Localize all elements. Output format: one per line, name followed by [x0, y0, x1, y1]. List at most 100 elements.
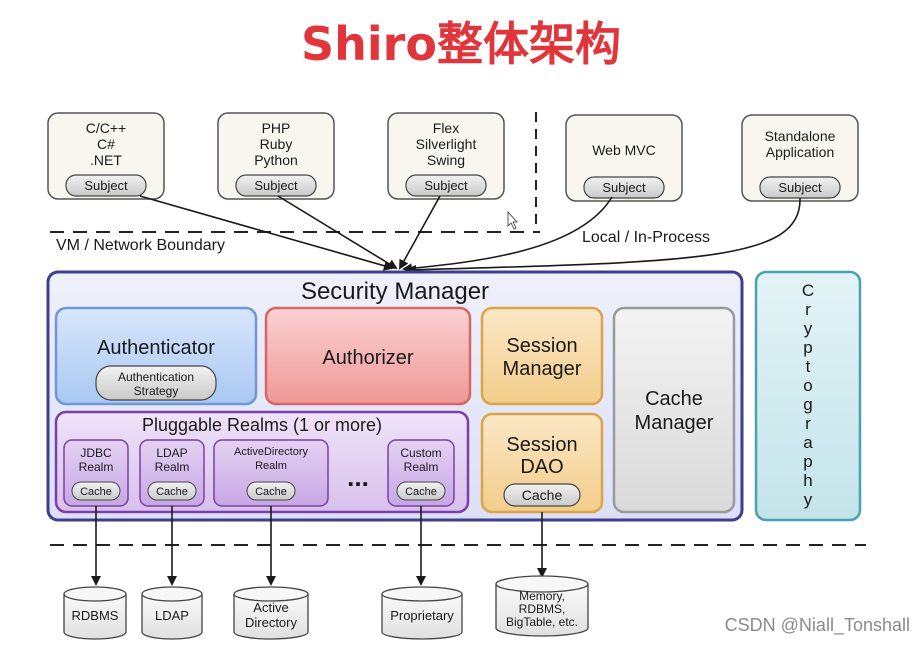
- realm-cache-label: Cache: [156, 486, 188, 498]
- cryptography-letter: r: [805, 300, 811, 319]
- arrow-subject-1: [139, 195, 394, 271]
- arrow-subject-2: [277, 195, 398, 270]
- cryptography-letter: y: [804, 319, 813, 338]
- cryptography-letter: p: [803, 338, 812, 357]
- datastore-line: Directory: [245, 615, 298, 630]
- pluggable-realms: Pluggable Realms (1 or more) JDBC Realm …: [54, 410, 470, 514]
- realm-ldap: LDAP Realm Cache: [139, 439, 205, 507]
- security-manager-title: Security Manager: [301, 278, 489, 305]
- authenticator-label: Authenticator: [97, 337, 215, 359]
- session-dao: Session DAO Cache: [480, 412, 604, 514]
- cryptography: C r y p t o g r a p h y: [754, 270, 862, 522]
- realm-line: Realm: [79, 460, 114, 474]
- realm-custom: Custom Realm Cache: [387, 439, 455, 507]
- realm-line: Realm: [404, 460, 439, 474]
- client-line: C/C++: [86, 120, 126, 136]
- authenticator: Authenticator Authentication Strategy: [54, 306, 258, 406]
- pluggable-realms-title: Pluggable Realms (1 or more): [142, 415, 382, 435]
- subject-label: Subject: [778, 180, 822, 195]
- authentication-strategy-line: Strategy: [134, 384, 179, 398]
- realm-cache-label: Cache: [405, 486, 437, 498]
- client-web-mvc: Web MVC Subject: [565, 114, 683, 202]
- cryptography-letter: C: [802, 281, 814, 300]
- client-line: Ruby: [260, 136, 293, 152]
- client-boxes: C/C++ C# .NET Subject PHP Ruby Python Su…: [47, 112, 859, 202]
- datastore-line: LDAP: [155, 608, 189, 623]
- datastore-line: Memory,: [519, 589, 565, 603]
- datastore-active-directory: Active Directory: [233, 586, 309, 640]
- authentication-strategy-line: Authentication: [118, 370, 194, 384]
- cryptography-letter: t: [806, 357, 811, 376]
- watermark: CSDN @Niall_Tonshall: [724, 615, 910, 635]
- vm-network-boundary-label: VM / Network Boundary: [56, 237, 225, 254]
- realm-line: Realm: [155, 460, 190, 474]
- client-line: PHP: [262, 120, 291, 136]
- security-manager: Security Manager Authenticator Authentic…: [46, 270, 744, 522]
- boundary-lines: [50, 112, 866, 546]
- session-dao-line: DAO: [520, 456, 563, 478]
- session-manager: Session Manager: [480, 306, 604, 406]
- client-line: Flex: [433, 120, 459, 136]
- cryptography-letter: p: [803, 452, 812, 471]
- client-cpp-dotnet: C/C++ C# .NET Subject: [47, 112, 165, 200]
- datastore-proprietary: Proprietary: [381, 586, 463, 640]
- realm-cache-label: Cache: [80, 486, 112, 498]
- cryptography-letter: r: [805, 414, 811, 433]
- cache-manager: Cache Manager: [612, 306, 736, 514]
- client-line: Python: [254, 152, 298, 168]
- realm-line: Realm: [255, 460, 287, 472]
- arrow-subject-4: [402, 196, 613, 274]
- authorizer: Authorizer: [264, 306, 472, 406]
- realm-cache-label: Cache: [255, 486, 287, 498]
- realm-line: JDBC: [80, 446, 112, 460]
- subject-label: Subject: [424, 178, 468, 193]
- cryptography-letter: y: [804, 490, 813, 509]
- client-line: .NET: [90, 152, 122, 168]
- cache-manager-line: Cache: [645, 388, 703, 410]
- datastore-line: RDBMS: [72, 608, 119, 623]
- arrow-subject-5: [406, 197, 801, 275]
- session-manager-line: Manager: [503, 358, 582, 380]
- page-title: Shiro整体架构: [301, 17, 621, 71]
- authorizer-label: Authorizer: [322, 347, 413, 369]
- subject-arrows: [139, 195, 801, 275]
- cryptography-letter: g: [803, 395, 812, 414]
- realms-ellipsis: ...: [347, 462, 369, 492]
- subject-label: Subject: [84, 178, 128, 193]
- realm-line: LDAP: [156, 446, 187, 460]
- client-flex-silverlight-swing: Flex Silverlight Swing Subject: [387, 112, 505, 200]
- datastore-rdbms: RDBMS: [63, 586, 127, 640]
- client-line: C#: [97, 136, 115, 152]
- datastore-line: Active: [253, 600, 288, 615]
- realm-line: ActiveDirectory: [234, 446, 308, 458]
- datastore-line: RDBMS,: [519, 602, 566, 616]
- subject-label: Subject: [602, 180, 646, 195]
- datastore-line: BigTable, etc.: [506, 615, 578, 629]
- session-dao-line: Session: [506, 434, 577, 456]
- client-php-ruby-python: PHP Ruby Python Subject: [217, 112, 335, 200]
- arrow-subject-3: [399, 195, 441, 270]
- client-line: Silverlight: [416, 136, 477, 152]
- subject-label: Subject: [254, 178, 298, 193]
- client-line: Web MVC: [592, 142, 656, 158]
- cache-manager-line: Manager: [635, 412, 714, 434]
- cryptography-letter: h: [803, 471, 812, 490]
- session-dao-cache-label: Cache: [522, 487, 563, 503]
- datastore-memory: Memory, RDBMS, BigTable, etc.: [495, 575, 589, 637]
- client-line: Standalone: [765, 128, 836, 144]
- datastore-ldap: LDAP: [141, 586, 203, 640]
- session-manager-line: Session: [506, 335, 577, 357]
- client-line: Swing: [427, 152, 465, 168]
- storage-arrows: [91, 506, 547, 586]
- client-line: Application: [766, 144, 835, 160]
- realm-jdbc: JDBC Realm Cache: [63, 439, 129, 507]
- realm-activedirectory: ActiveDirectory Realm Cache: [213, 439, 329, 507]
- cryptography-letter: a: [803, 433, 813, 452]
- realm-line: Custom: [400, 446, 441, 460]
- datastore-line: Proprietary: [390, 608, 454, 623]
- cryptography-letter: o: [803, 376, 812, 395]
- datastores: RDBMS LDAP Active Directory Proprietary …: [63, 575, 589, 640]
- mouse-cursor-icon: [507, 210, 518, 230]
- local-in-process-label: Local / In-Process: [582, 229, 710, 246]
